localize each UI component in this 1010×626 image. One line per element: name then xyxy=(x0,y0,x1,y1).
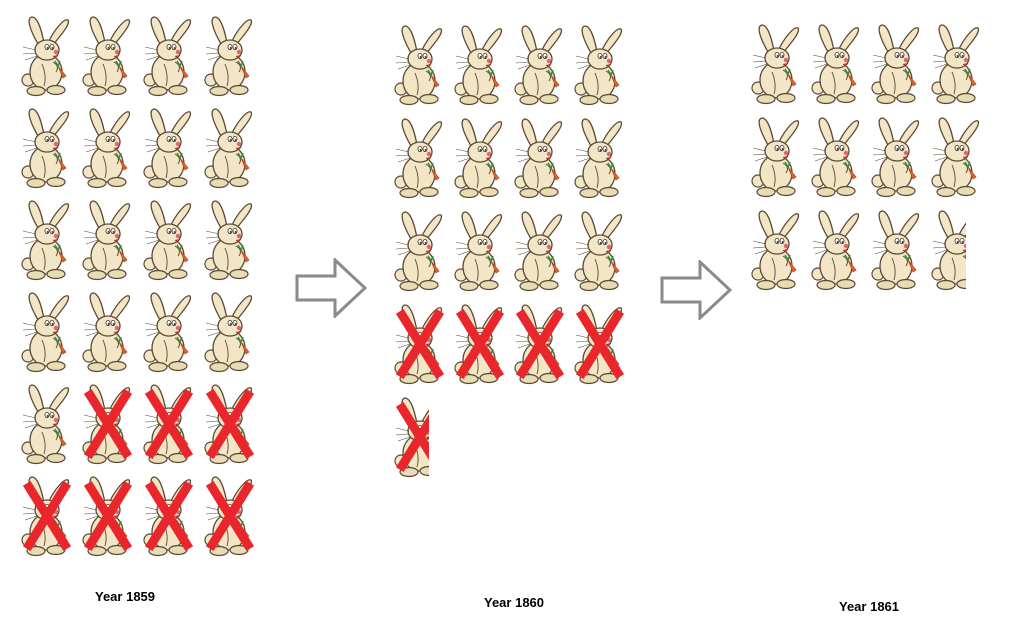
rabbit-icon xyxy=(81,106,135,190)
rabbit-icon xyxy=(870,208,924,292)
rabbit-icon xyxy=(20,14,74,98)
rabbit-icon xyxy=(81,198,135,282)
rabbit-icon xyxy=(203,106,257,190)
rabbit-icon xyxy=(810,115,864,199)
cross-mark-icon xyxy=(81,382,135,466)
rabbit-icon xyxy=(20,474,74,558)
rabbit-icon xyxy=(750,22,804,106)
rabbit-icon xyxy=(453,23,507,107)
cross-mark-icon xyxy=(453,302,507,386)
rabbit-icon xyxy=(930,115,984,199)
rabbit-icon xyxy=(142,290,196,374)
rabbit-icon xyxy=(81,14,135,98)
rabbit-icon xyxy=(513,209,567,293)
rabbit-icon xyxy=(203,14,257,98)
rabbit-icon xyxy=(142,382,196,466)
rabbit-icon xyxy=(513,23,567,107)
rabbit-icon xyxy=(393,209,447,293)
year-1861-label: Year 1861 xyxy=(839,599,900,614)
rabbit-icon xyxy=(573,116,627,200)
cross-mark-icon xyxy=(573,302,627,386)
rabbit-icon xyxy=(513,302,567,386)
cross-mark-icon xyxy=(142,474,196,558)
arrow-right-icon xyxy=(660,260,732,320)
rabbit-icon xyxy=(142,474,196,558)
rabbit-icon xyxy=(81,474,135,558)
rabbit-icon xyxy=(750,115,804,199)
rabbit-icon xyxy=(203,474,257,558)
rabbit-icon xyxy=(453,209,507,293)
rabbit-icon xyxy=(142,198,196,282)
rabbit-icon xyxy=(203,382,257,466)
cross-mark-icon xyxy=(393,302,447,386)
rabbit-icon xyxy=(20,106,74,190)
rabbit-icon xyxy=(573,209,627,293)
rabbit-icon xyxy=(142,14,196,98)
cross-mark-icon xyxy=(393,395,429,479)
rabbit-icon xyxy=(393,116,447,200)
rabbit-icon xyxy=(81,290,135,374)
rabbit-icon xyxy=(573,302,627,386)
rabbit-icon xyxy=(142,106,196,190)
rabbit-icon xyxy=(393,23,447,107)
cross-mark-icon xyxy=(513,302,567,386)
rabbit-icon xyxy=(930,208,966,292)
rabbit-icon xyxy=(513,116,567,200)
rabbit-icon xyxy=(870,115,924,199)
cross-mark-icon xyxy=(142,382,196,466)
rabbit-icon xyxy=(810,22,864,106)
rabbit-icon xyxy=(750,208,804,292)
rabbit-icon xyxy=(870,22,924,106)
rabbit-icon xyxy=(453,302,507,386)
year-1859-label: Year 1859 xyxy=(95,589,156,604)
rabbit-icon xyxy=(393,302,447,386)
cross-mark-icon xyxy=(81,474,135,558)
cross-mark-icon xyxy=(20,474,74,558)
arrow-right-icon xyxy=(295,258,367,318)
rabbit-icon xyxy=(810,208,864,292)
rabbit-icon xyxy=(20,290,74,374)
rabbit-icon xyxy=(81,382,135,466)
cross-mark-icon xyxy=(203,382,257,466)
rabbit-icon xyxy=(930,22,984,106)
rabbit-icon xyxy=(203,290,257,374)
rabbit-icon xyxy=(393,395,429,479)
rabbit-icon xyxy=(453,116,507,200)
rabbit-icon xyxy=(20,198,74,282)
year-1860-label: Year 1860 xyxy=(484,595,545,610)
rabbit-icon xyxy=(203,198,257,282)
rabbit-icon xyxy=(20,382,74,466)
cross-mark-icon xyxy=(203,474,257,558)
rabbit-icon xyxy=(573,23,627,107)
